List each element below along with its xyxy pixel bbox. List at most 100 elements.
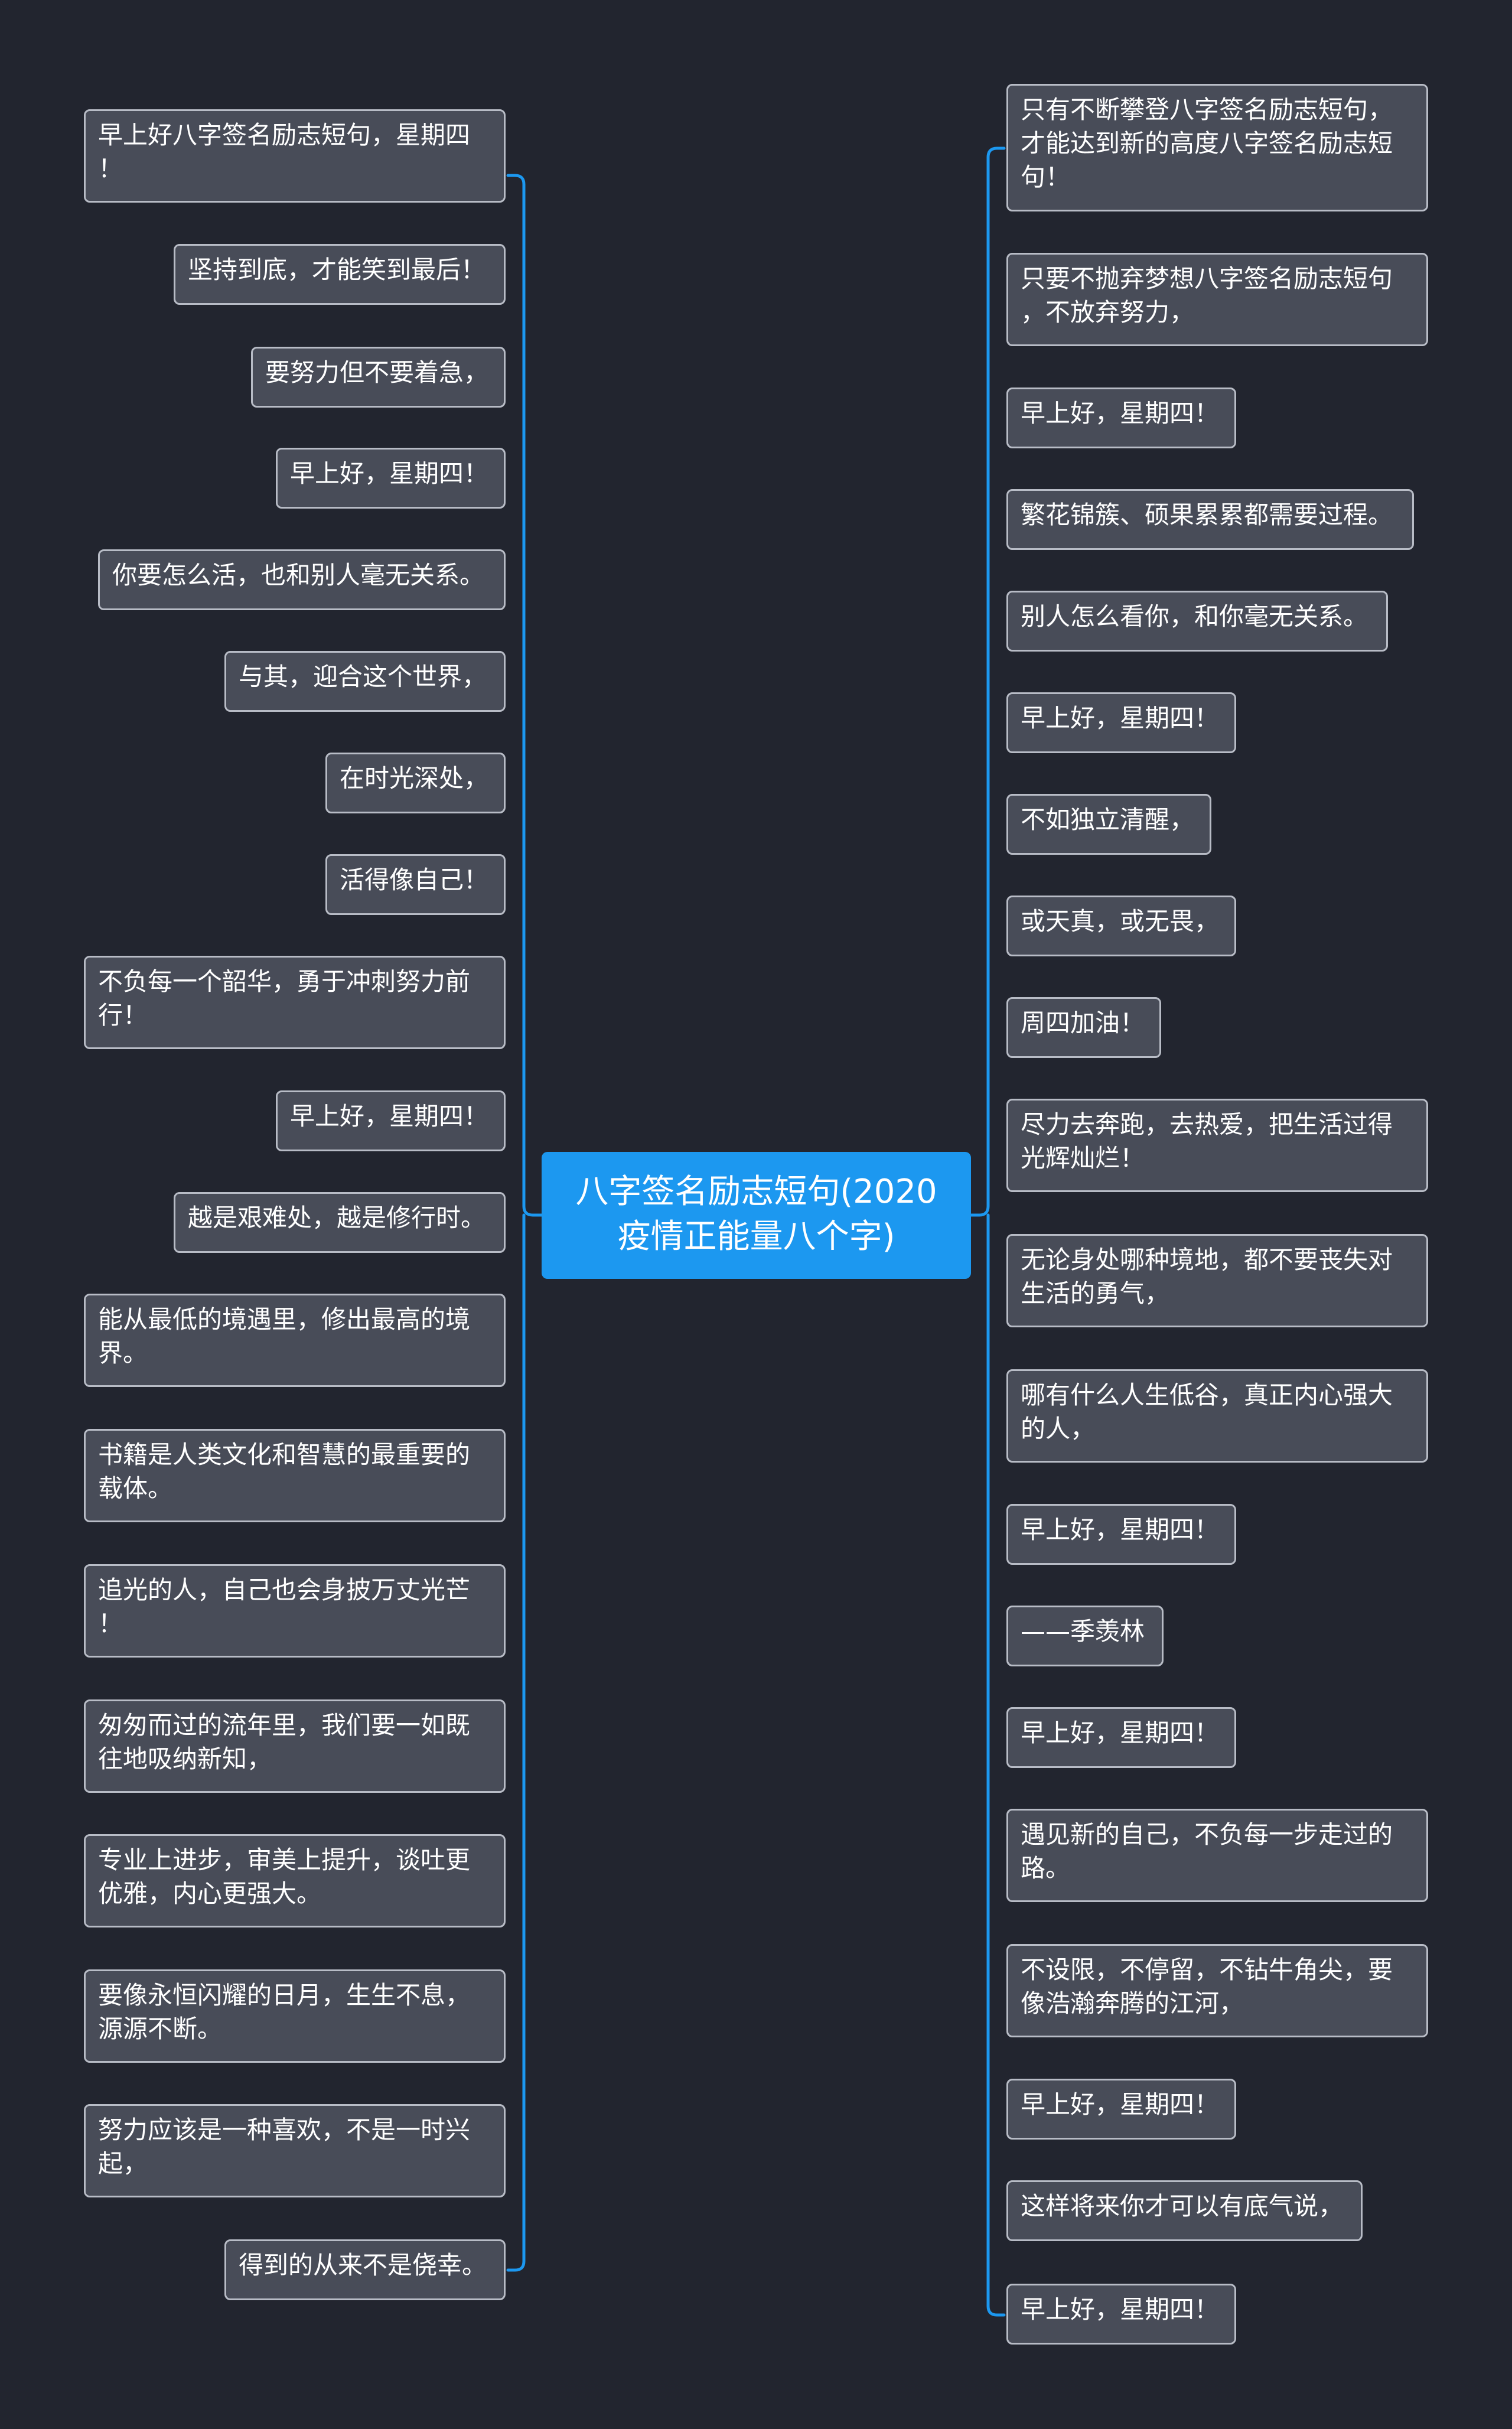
right-branch-node-19[interactable]: 这样将来你才可以有底气说， — [1006, 2180, 1363, 2241]
right-branch-node-15[interactable]: 早上好，星期四！ — [1006, 1707, 1236, 1768]
left-branch-node-8[interactable]: 活得像自己！ — [325, 854, 506, 915]
node-text-line: 要努力但不要着急， — [265, 358, 489, 387]
node-text-line: 或天真，或无畏， — [1021, 907, 1220, 936]
right-branch-node-8[interactable]: 或天真，或无畏， — [1006, 896, 1236, 956]
node-text-line: 匆匆而过的流年里，我们要一如既 — [98, 1711, 471, 1740]
node-text-line: 早上好，星期四！ — [1021, 2295, 1220, 2324]
right-branch-node-4[interactable]: 繁花锦簇、硕果累累都需要过程。 — [1006, 489, 1414, 550]
left-branch-node-14[interactable]: 追光的人，自己也会身披万丈光芒 ！ — [84, 1564, 506, 1658]
node-text-line: 不负每一个韶华，勇于冲刺努力前 — [98, 967, 471, 996]
node-text-line: 早上好，星期四！ — [1021, 2090, 1220, 2119]
node-text-line: 要像永恒闪耀的日月，生生不息， — [98, 1981, 471, 2010]
left-branch-node-10[interactable]: 早上好，星期四！ — [276, 1090, 506, 1151]
left-branch-node-9[interactable]: 不负每一个韶华，勇于冲刺努力前 行！ — [84, 956, 506, 1049]
left-branch-node-15[interactable]: 匆匆而过的流年里，我们要一如既 往地吸纳新知， — [84, 1699, 506, 1793]
central-topic-line-2: 疫情正能量八个字) — [617, 1217, 895, 1256]
node-text-line: ——季羡林 — [1021, 1617, 1145, 1646]
node-text-line: ，不放弃努力， — [1021, 298, 1195, 327]
right-branch-node-1[interactable]: 只有不断攀登八字签名励志短句， 才能达到新的高度八字签名励志短 句！ — [1006, 84, 1428, 211]
left-branch-node-7[interactable]: 在时光深处， — [325, 753, 506, 813]
central-topic-line-1: 八字签名励志短句(2020 — [575, 1173, 937, 1211]
right-branch-node-11[interactable]: 无论身处哪种境地，都不要丧失对 生活的勇气， — [1006, 1234, 1428, 1327]
left-branch-node-4[interactable]: 早上好，星期四！ — [276, 448, 506, 509]
left-branch-node-5[interactable]: 你要怎么活，也和别人毫无关系。 — [98, 549, 506, 610]
node-text-line: 坚持到底，才能笑到最后！ — [188, 255, 486, 284]
node-text-line: ！ — [98, 154, 123, 183]
left-branch-node-12[interactable]: 能从最低的境遇里，修出最高的境 界。 — [84, 1294, 506, 1387]
right-connector-path — [969, 146, 1006, 2317]
node-text-line: 不如独立清醒， — [1021, 805, 1195, 834]
node-text-line: 界。 — [98, 1339, 148, 1367]
node-text-line: 才能达到新的高度八字签名励志短 — [1021, 129, 1393, 158]
right-branch-node-10[interactable]: 尽力去奔跑，去热爱，把生活过得 光辉灿烂！ — [1006, 1099, 1428, 1192]
node-text-line: 载体。 — [98, 1474, 173, 1503]
right-branch-node-20[interactable]: 早上好，星期四！ — [1006, 2284, 1236, 2345]
node-text-line: 优雅，内心更强大。 — [98, 1879, 322, 1908]
node-text-line: 能从最低的境遇里，修出最高的境 — [98, 1305, 471, 1334]
left-branch-node-17[interactable]: 要像永恒闪耀的日月，生生不息， 源源不断。 — [84, 1969, 506, 2063]
node-text-line: 句！ — [1021, 162, 1071, 191]
node-text-line: 哪有什么人生低谷，真正内心强大 — [1021, 1380, 1393, 1409]
left-branch-node-13[interactable]: 书籍是人类文化和智慧的最重要的 载体。 — [84, 1429, 506, 1522]
node-text-line: 别人怎么看你，和你毫无关系。 — [1021, 602, 1368, 631]
node-text-line: ！ — [98, 1609, 123, 1638]
right-branch-node-16[interactable]: 遇见新的自己，不负每一步走过的 路。 — [1006, 1809, 1428, 1902]
node-text-line: 无论身处哪种境地，都不要丧失对 — [1021, 1245, 1393, 1274]
right-bracket — [969, 146, 1006, 2317]
node-text-line: 早上好，星期四！ — [1021, 1515, 1220, 1544]
node-text-line: 的人， — [1021, 1414, 1096, 1443]
right-branch-node-9[interactable]: 周四加油！ — [1006, 997, 1161, 1058]
node-text-line: 与其，迎合这个世界， — [239, 662, 487, 691]
node-text-line: 源源不断。 — [98, 2014, 223, 2043]
node-text-line: 专业上进步，审美上提升，谈吐更 — [98, 1845, 471, 1874]
left-branch-node-18[interactable]: 努力应该是一种喜欢，不是一时兴 起， — [84, 2104, 506, 2197]
right-branch-node-14[interactable]: ——季羡林 — [1006, 1606, 1164, 1666]
right-branch-node-13[interactable]: 早上好，星期四！ — [1006, 1504, 1236, 1565]
left-branch-node-1[interactable]: 早上好八字签名励志短句，星期四 ！ — [84, 109, 506, 203]
left-branch-node-3[interactable]: 要努力但不要着急， — [251, 347, 506, 408]
left-branch-node-2[interactable]: 坚持到底，才能笑到最后！ — [174, 244, 506, 305]
right-branch-node-17[interactable]: 不设限，不停留，不钻牛角尖，要 像浩瀚奔腾的江河， — [1006, 1944, 1428, 2037]
node-text-line: 行！ — [98, 1001, 148, 1030]
node-text-line: 早上好，星期四！ — [1021, 399, 1220, 428]
node-text-line: 周四加油！ — [1021, 1008, 1145, 1037]
left-branch-node-6[interactable]: 与其，迎合这个世界， — [224, 651, 506, 712]
node-text-line: 只有不断攀登八字签名励志短句， — [1021, 95, 1393, 124]
node-text-line: 早上好，星期四！ — [290, 1102, 489, 1131]
right-branch-node-2[interactable]: 只要不抛弃梦想八字签名励志短句 ，不放弃努力， — [1006, 253, 1428, 346]
left-connector-path — [506, 174, 543, 2272]
node-text-line: 早上好，星期四！ — [1021, 1718, 1220, 1747]
node-text-line: 努力应该是一种喜欢，不是一时兴 — [98, 2115, 471, 2144]
central-topic[interactable]: 八字签名励志短句(2020 疫情正能量八个字) — [542, 1152, 971, 1279]
right-branch-node-7[interactable]: 不如独立清醒， — [1006, 794, 1211, 855]
node-text-line: 不设限，不停留，不钻牛角尖，要 — [1021, 1955, 1393, 1984]
node-text-line: 早上好，星期四！ — [290, 459, 489, 488]
left-bracket — [506, 174, 543, 2272]
node-text-line: 书籍是人类文化和智慧的最重要的 — [98, 1440, 471, 1469]
node-text-line: 越是艰难处，越是修行时。 — [188, 1203, 486, 1232]
node-text-line: 早上好八字签名励志短句，星期四 — [98, 121, 471, 149]
right-branch-node-18[interactable]: 早上好，星期四！ — [1006, 2079, 1236, 2140]
left-branch-node-19[interactable]: 得到的从来不是侥幸。 — [224, 2239, 506, 2300]
left-branch-node-11[interactable]: 越是艰难处，越是修行时。 — [174, 1192, 506, 1253]
node-text-line: 繁花锦簇、硕果累累都需要过程。 — [1021, 500, 1393, 529]
node-text-line: 往地吸纳新知， — [98, 1744, 272, 1773]
right-branch-node-5[interactable]: 别人怎么看你，和你毫无关系。 — [1006, 591, 1388, 652]
node-text-line: 你要怎么活，也和别人毫无关系。 — [112, 561, 485, 590]
node-text-line: 只要不抛弃梦想八字签名励志短句 — [1021, 264, 1393, 293]
left-branch-node-16[interactable]: 专业上进步，审美上提升，谈吐更 优雅，内心更强大。 — [84, 1834, 506, 1927]
node-text-line: 得到的从来不是侥幸。 — [239, 2251, 487, 2280]
node-text-line: 路。 — [1021, 1854, 1071, 1883]
right-branch-node-3[interactable]: 早上好，星期四！ — [1006, 388, 1236, 448]
right-branch-node-12[interactable]: 哪有什么人生低谷，真正内心强大 的人， — [1006, 1369, 1428, 1463]
node-text-line: 尽力去奔跑，去热爱，把生活过得 — [1021, 1110, 1393, 1139]
node-text-line: 追光的人，自己也会身披万丈光芒 — [98, 1575, 471, 1604]
node-text-line: 这样将来你才可以有底气说， — [1021, 2192, 1344, 2220]
right-branch-node-6[interactable]: 早上好，星期四！ — [1006, 692, 1236, 753]
node-text-line: 遇见新的自己，不负每一步走过的 — [1021, 1820, 1393, 1849]
node-text-line: 活得像自己！ — [340, 865, 489, 894]
node-text-line: 在时光深处， — [340, 764, 489, 793]
node-text-line: 生活的勇气， — [1021, 1279, 1170, 1308]
